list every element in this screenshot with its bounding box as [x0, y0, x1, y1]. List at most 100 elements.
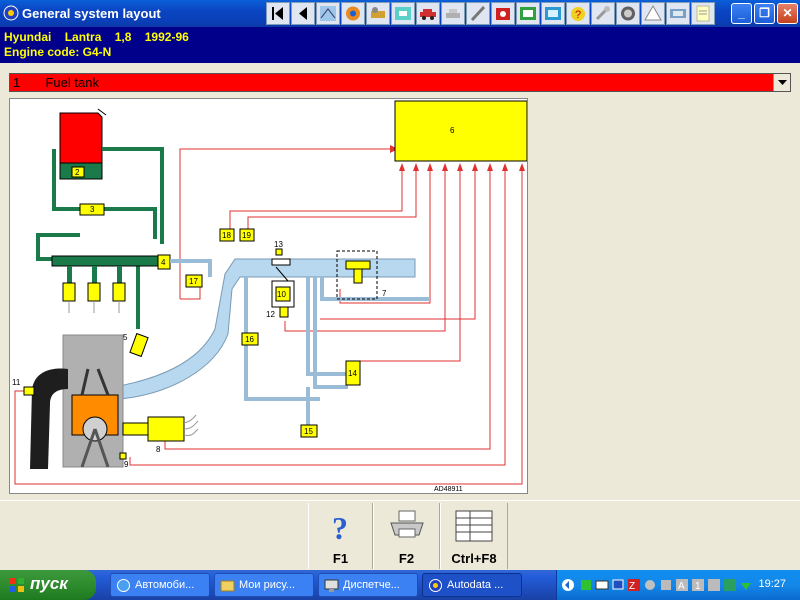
monitor-icon: [324, 579, 339, 592]
label-15: 15: [304, 427, 313, 436]
window-title: General system layout: [22, 6, 161, 21]
windows-flag-icon: [10, 578, 24, 592]
label-4: 4: [161, 258, 166, 267]
back-icon[interactable]: [291, 2, 315, 25]
printer-icon: [389, 510, 424, 538]
label-5: 5: [123, 333, 128, 342]
label-7: 7: [382, 289, 387, 298]
download-icon[interactable]: [739, 578, 753, 592]
svg-text:A: A: [678, 581, 685, 592]
label-11: 11: [12, 378, 21, 387]
first-icon[interactable]: [266, 2, 290, 25]
taskbar-item-autodata[interactable]: Autodata ...: [422, 573, 522, 597]
notes-icon[interactable]: [691, 2, 715, 25]
app-icon: [3, 5, 19, 21]
label-9: 9: [124, 460, 129, 469]
diagram-reference: AD48911: [434, 486, 463, 493]
data-table-icon: [455, 510, 493, 542]
svg-text:?: ?: [332, 510, 348, 545]
ctrl-f8-button[interactable]: Ctrl+F8: [440, 503, 508, 569]
taskbar-item-pictures[interactable]: Мои рису...: [214, 573, 314, 597]
monitor-tray-icon[interactable]: [611, 578, 625, 592]
repair-icon[interactable]: [666, 2, 690, 25]
antivirus-icon[interactable]: Z: [627, 578, 641, 592]
label-3: 3: [90, 205, 95, 214]
vehicle-make: Hyundai: [4, 30, 52, 44]
help-icon[interactable]: ?: [566, 2, 590, 25]
task-label: Autodata ...: [447, 579, 504, 591]
task-label: Диспетче...: [343, 579, 400, 591]
parts-icon[interactable]: [491, 2, 515, 25]
taskbar-item-browser[interactable]: Автомоби...: [110, 573, 210, 597]
vehicle-engine-size: 1,8: [114, 30, 132, 44]
label-17: 17: [189, 277, 198, 286]
svg-text:Z: Z: [629, 581, 635, 592]
label-6: 6: [450, 126, 455, 135]
language-a-icon[interactable]: A: [675, 578, 689, 592]
svg-text:?: ?: [575, 9, 581, 21]
help-icon: ?: [332, 510, 348, 545]
autodata-icon: [429, 579, 442, 592]
tool-icon[interactable]: [466, 2, 490, 25]
component-label: Fuel tank: [45, 75, 99, 90]
components-icon[interactable]: [391, 2, 415, 25]
f2-label: F2: [398, 551, 415, 566]
diagram-canvas: 6 2 3 4: [12, 100, 527, 493]
minimize-button[interactable]: _: [731, 3, 752, 24]
label-14: 14: [348, 369, 357, 378]
f1-help-button[interactable]: ? F1: [308, 503, 373, 569]
usb-icon[interactable]: [659, 578, 673, 592]
system-tray: Z A 1 19:27: [556, 570, 800, 600]
chevron-down-icon[interactable]: [773, 74, 790, 91]
ecu-box: [394, 100, 527, 162]
label-19: 19: [242, 231, 251, 240]
clock: 19:27: [758, 578, 786, 590]
task-label: Автомоби...: [135, 579, 195, 591]
at-icon[interactable]: [707, 578, 721, 592]
label-8: 8: [156, 445, 161, 454]
taskbar-item-task-manager[interactable]: Диспетче...: [318, 573, 418, 597]
start-label: пуск: [30, 574, 68, 593]
car-icon[interactable]: [416, 2, 440, 25]
gauge-icon[interactable]: [616, 2, 640, 25]
data-icon[interactable]: [541, 2, 565, 25]
taskbar: пуск Автомоби... Мои рису... Диспетче...…: [0, 570, 800, 600]
settings-icon[interactable]: [316, 2, 340, 25]
label-12: 12: [266, 310, 275, 319]
component-select-value: 1 Fuel tank: [13, 75, 99, 90]
maximize-button[interactable]: ❐: [754, 3, 775, 24]
f1-label: F1: [332, 551, 349, 566]
vehicle-model: Lantra: [64, 30, 102, 44]
label-10: 10: [277, 290, 286, 299]
engine-code: Engine code: G4-N: [4, 45, 112, 59]
start-button[interactable]: пуск: [0, 570, 96, 600]
component-select[interactable]: 1 Fuel tank: [9, 73, 791, 92]
f2-print-button[interactable]: F2: [373, 503, 440, 569]
indicator-1-icon[interactable]: 1: [691, 578, 705, 592]
satellite-icon[interactable]: [643, 578, 657, 592]
network-icon[interactable]: [579, 578, 593, 592]
component-number: 1: [13, 75, 21, 90]
tools-icon[interactable]: [366, 2, 390, 25]
label-2: 2: [75, 168, 80, 177]
system-diagram: 6 2 3 4: [9, 98, 528, 494]
chevron-left-icon[interactable]: [561, 578, 575, 592]
vehicle-years: 1992-96: [144, 30, 189, 44]
close-button[interactable]: ✕: [777, 3, 798, 24]
task-label: Мои рису...: [239, 579, 295, 591]
service-icon[interactable]: [441, 2, 465, 25]
browser-icon: [117, 579, 130, 592]
label-18: 18: [222, 231, 231, 240]
folder-icon: [220, 580, 235, 592]
calendar-icon[interactable]: [723, 578, 737, 592]
ctrl-f8-label: Ctrl+F8: [451, 551, 497, 566]
printer-icon[interactable]: [516, 2, 540, 25]
diagnostic-icon[interactable]: [341, 2, 365, 25]
svg-text:1: 1: [695, 581, 701, 592]
label-13: 13: [274, 240, 283, 249]
warning-icon[interactable]: [641, 2, 665, 25]
label-16: 16: [245, 335, 254, 344]
display-icon[interactable]: [595, 578, 609, 592]
wrench-icon[interactable]: [591, 2, 615, 25]
title-bar: General system layout ?: [0, 0, 800, 27]
